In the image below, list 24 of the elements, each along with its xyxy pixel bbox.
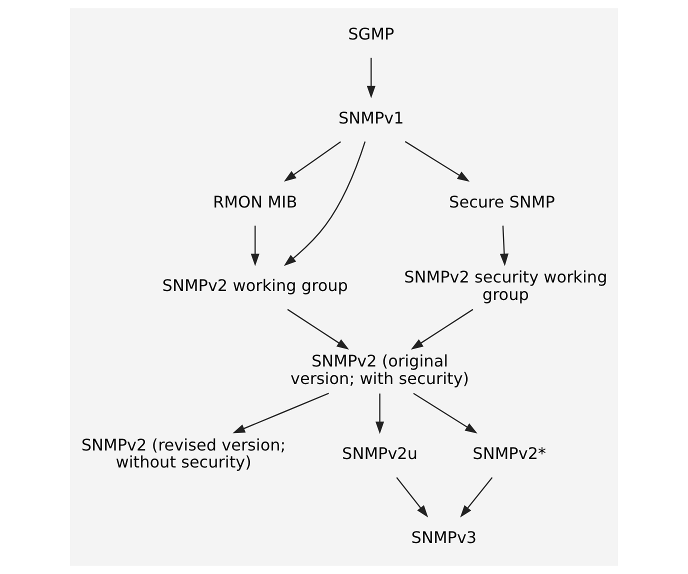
node-text: SNMPv2*: [472, 444, 546, 464]
arrow: [284, 141, 342, 182]
arrow: [250, 226, 260, 266]
arrow: [500, 226, 509, 266]
arrow: [366, 58, 376, 98]
node-text: SNMPv2 security working group: [404, 268, 608, 304]
node-text: SNMPv2 (revised version; without security): [81, 435, 286, 472]
arrow: [284, 141, 366, 266]
node-text: RMON MIB: [213, 192, 298, 212]
arrow: [396, 477, 428, 518]
node-text: Secure SNMP: [449, 192, 555, 212]
arrow: [413, 392, 478, 434]
arrow: [410, 308, 474, 350]
node-text: SGMP: [348, 24, 394, 44]
arrow: [375, 394, 384, 434]
arrow: [287, 308, 350, 350]
node-text: SNMPv2 working group: [162, 276, 348, 296]
node-text: SNMPv2 (original version; with security): [290, 351, 470, 388]
node-text: SNMPv1: [338, 108, 404, 128]
arrow: [232, 392, 329, 434]
node-text: SNMPv2u: [342, 444, 418, 464]
arrow: [460, 477, 493, 518]
arrow: [404, 141, 470, 182]
node-text: SNMPv3: [411, 528, 477, 547]
